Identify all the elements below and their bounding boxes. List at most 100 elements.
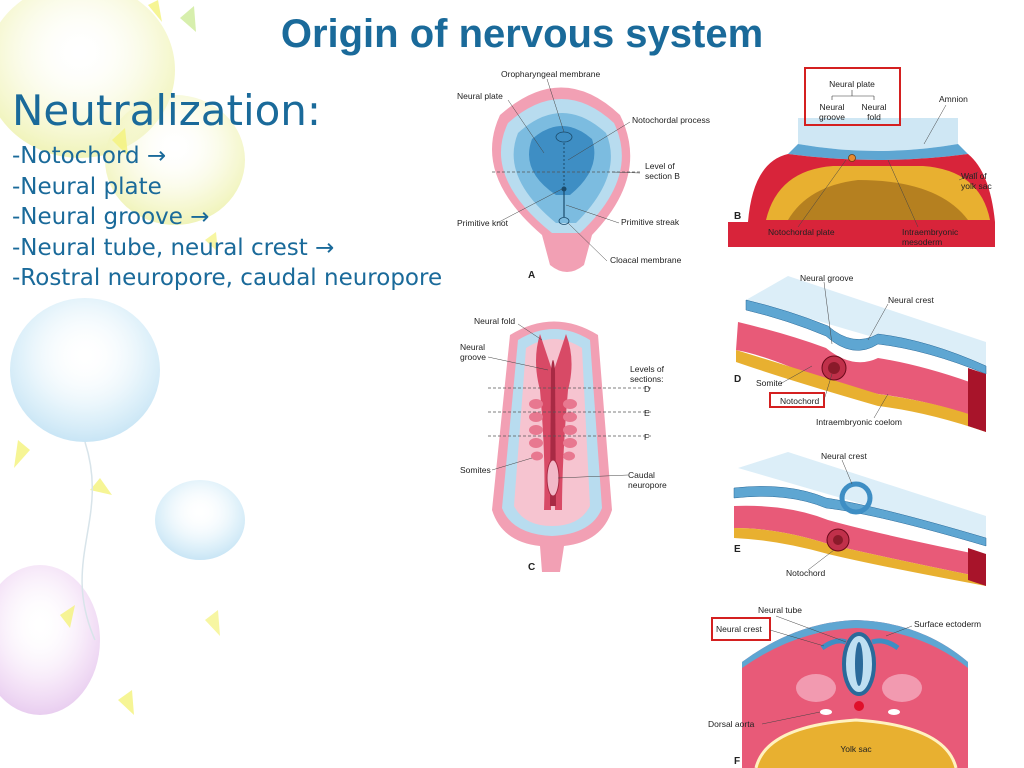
- dorsal-aorta-right: [888, 709, 900, 715]
- panel-f-neural-tube-cross-section: Neural tube Neural crest Surface ectoder…: [706, 602, 996, 768]
- cloacal-membrane: [558, 217, 570, 225]
- label-levels-line2: sections:: [630, 374, 664, 384]
- yolk-layer: [736, 350, 986, 432]
- yolk-sac-wall: [754, 718, 958, 768]
- label-notochordal-process: Notochordal process: [632, 115, 710, 125]
- somite-left: [796, 674, 836, 702]
- panel-letter-b: B: [734, 211, 741, 222]
- blue-balloon: [10, 298, 160, 442]
- yellow-balloon-small: [105, 95, 245, 225]
- panel-e-neural-tube-section: Neural crest Notochord E: [728, 448, 995, 588]
- mesoderm-block: [734, 505, 986, 578]
- label-somites: Somites: [460, 465, 491, 475]
- ectoderm-layer: [788, 144, 968, 160]
- label-neural-crest: Neural crest: [888, 295, 934, 305]
- label-neural-groove-line2: groove: [819, 112, 845, 122]
- label-neural-fold-line2: fold: [867, 112, 881, 122]
- yellow-streamer-3: [14, 440, 30, 468]
- yolk-sac: [756, 720, 956, 768]
- neural-tube-e: [839, 481, 873, 515]
- label-neural-plate: Neural plate: [457, 91, 503, 101]
- label-neural-crest: Neural crest: [716, 624, 762, 634]
- blue-balloon-right: [155, 480, 245, 560]
- section-heading: Neutralization:: [12, 86, 322, 135]
- somites: [529, 399, 577, 461]
- label-yolk-sac: Yolk sac: [840, 744, 872, 754]
- item-text: -Rostral neuropore, caudal neuropore: [12, 265, 443, 291]
- panel-b-cross-section: Neural plate Neural groove Neural fold A…: [728, 62, 995, 247]
- label-intraembryonic-line1: Intraembryonic: [902, 227, 959, 237]
- arrow-icon: →: [190, 204, 210, 230]
- amnion-surface: [738, 452, 986, 540]
- list-item: -Rostral neuropore, caudal neuropore: [12, 263, 442, 294]
- label-neural-groove-line1: Neural: [819, 102, 844, 112]
- balloon-string: [81, 441, 96, 641]
- label-neural-crest: Neural crest: [821, 451, 867, 461]
- notochord-f: [854, 701, 864, 711]
- label-levels-line1: Levels of: [630, 364, 665, 374]
- label-coelom: Intraembryonic coelom: [816, 417, 902, 427]
- dorsal-aorta-left: [820, 709, 832, 715]
- purple-balloon: [0, 565, 100, 715]
- primitive-knot: [561, 186, 567, 192]
- item-text: -Neural tube, neural crest: [12, 234, 308, 261]
- label-notochord: Notochord: [780, 396, 819, 406]
- arrow-icon: →: [315, 234, 335, 261]
- ectoderm-band: [733, 486, 987, 547]
- mesoderm-block: [736, 322, 986, 420]
- item-text: -Neural plate: [12, 173, 162, 200]
- somite-right: [882, 674, 922, 702]
- yolk-layer: [734, 528, 986, 586]
- panel-letter-e: E: [734, 544, 741, 555]
- label-neural-tube: Neural tube: [758, 605, 802, 615]
- neural-plate-region: [529, 126, 595, 195]
- label-neural-plate: Neural plate: [829, 79, 875, 89]
- list-item: -Neural plate: [12, 172, 442, 203]
- neural-fold-left: [536, 334, 552, 510]
- label-level-line2: section B: [645, 171, 680, 181]
- yellow-streamer-8: [205, 232, 218, 252]
- front-wall: [968, 368, 986, 432]
- panel-a-neural-plate-view: Oropharyngeal membrane Neural plate Noto…: [452, 65, 722, 285]
- item-text: -Notochord: [12, 143, 140, 169]
- yellow-streamer-1: [148, 0, 162, 22]
- label-neural-groove-line2: groove: [460, 352, 486, 362]
- label-level-d: D: [644, 384, 650, 394]
- yellow-streamer-5: [60, 605, 75, 628]
- label-level-line1: Level of: [645, 161, 675, 171]
- label-oropharyngeal: Oropharyngeal membrane: [501, 69, 600, 79]
- neural-crest-highlight-box: [711, 617, 771, 641]
- label-surface-ectoderm: Surface ectoderm: [914, 619, 981, 629]
- neural-plate-highlight-box: [804, 67, 901, 126]
- caudal-neuropore: [546, 459, 560, 497]
- yellow-streamer-6: [118, 690, 134, 715]
- item-text: -Neural groove: [12, 204, 183, 230]
- label-level-f: F: [644, 432, 649, 442]
- label-wall-line1: Wall of: [961, 171, 987, 181]
- label-neural-groove: Neural groove: [800, 273, 854, 283]
- yolk-sac-shadow: [788, 180, 968, 220]
- panel-letter-c: C: [528, 562, 535, 573]
- label-intraembryonic-line2: mesoderm: [902, 237, 942, 247]
- label-caudal-line2: neuropore: [628, 480, 667, 490]
- label-primitive-streak: Primitive streak: [621, 217, 680, 227]
- label-cloacal-membrane: Cloacal membrane: [610, 255, 682, 265]
- list-item: -Neural groove →: [12, 202, 442, 233]
- list-item: -Neural tube, neural crest →: [12, 233, 442, 264]
- neural-fold-right: [554, 334, 572, 510]
- notochordal-plate: [848, 154, 856, 162]
- amnion-cavity: [798, 118, 958, 151]
- front-wall: [968, 548, 986, 586]
- panel-letter-a: A: [528, 270, 535, 281]
- label-neural-groove-line1: Neural: [460, 342, 485, 352]
- neural-crest-cells-right: [871, 638, 900, 651]
- label-notochord: Notochord: [786, 568, 825, 578]
- label-neural-fold-line1: Neural: [861, 102, 886, 112]
- list-item: -Notochord →: [12, 141, 442, 172]
- surface-ectoderm: [742, 620, 968, 668]
- yellow-streamer-2: [112, 128, 128, 156]
- green-streamer: [180, 6, 196, 32]
- label-somite: Somite: [756, 378, 783, 388]
- label-notochordal-plate: Notochordal plate: [768, 227, 835, 237]
